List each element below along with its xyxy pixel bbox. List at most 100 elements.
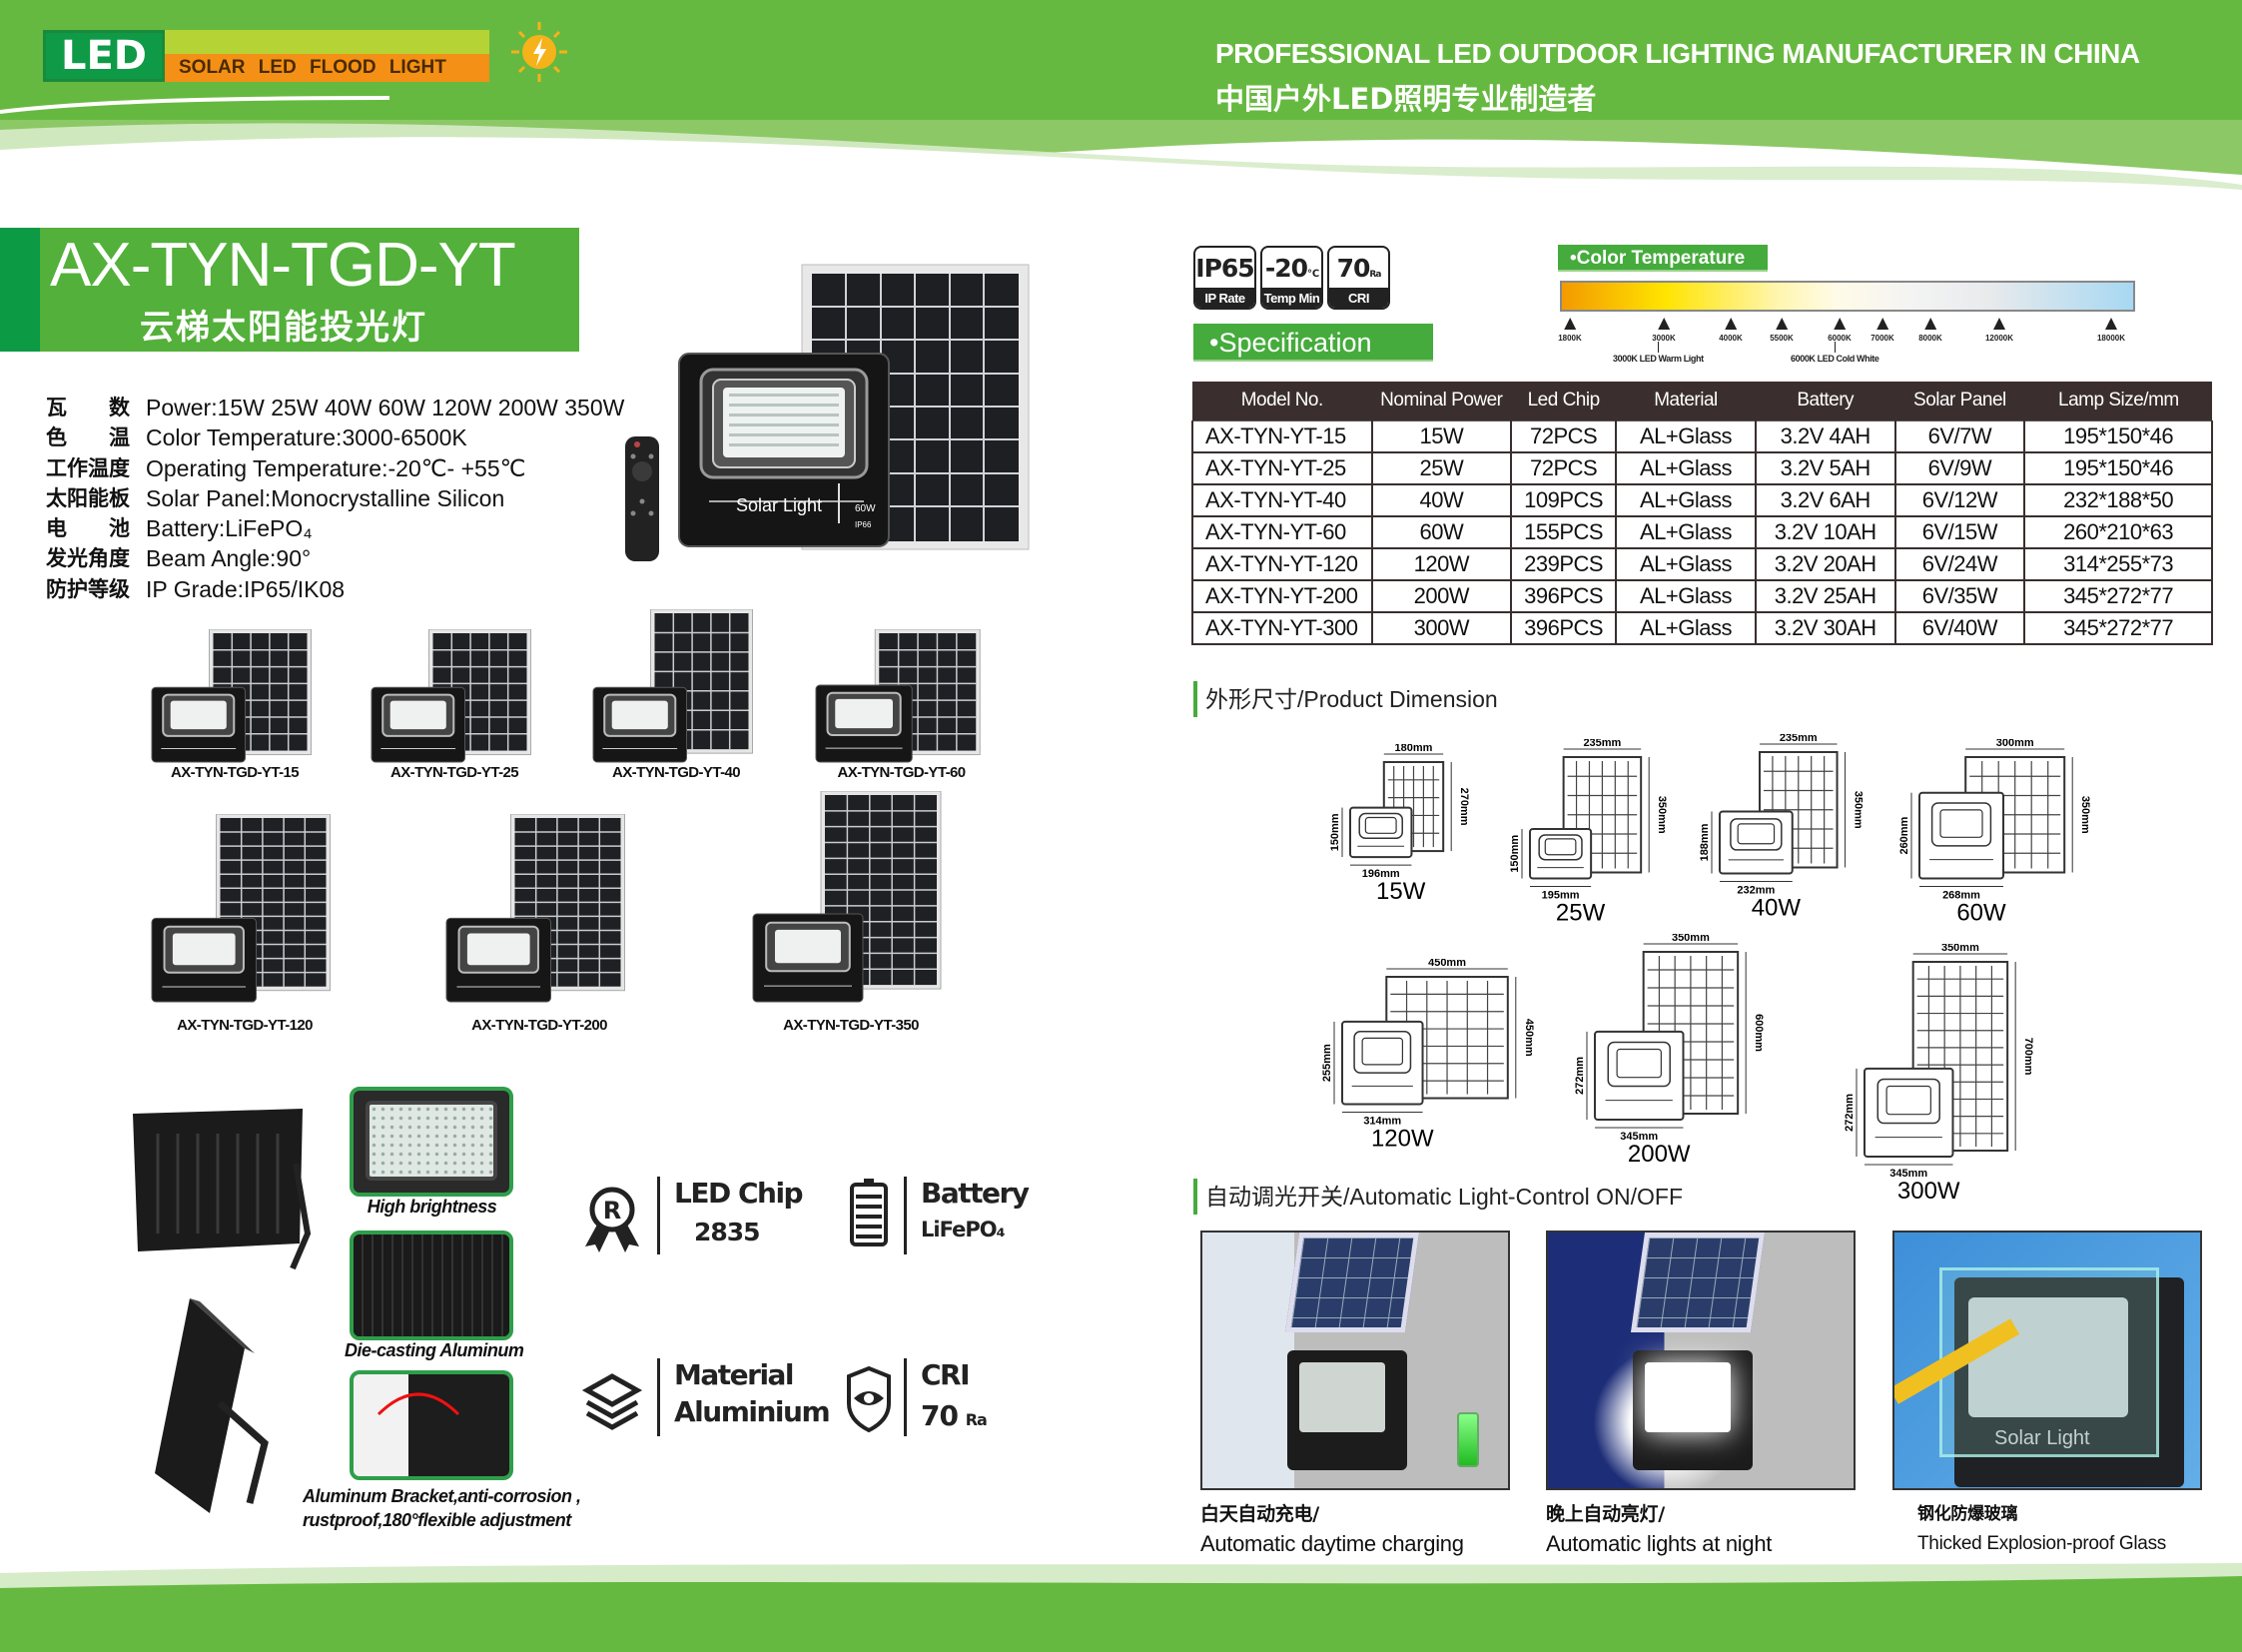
lamp-height-label: 272mm bbox=[1844, 1094, 1856, 1132]
dimension-power-label: 200W bbox=[1628, 1141, 1691, 1168]
caption-glass-en: Thicked Explosion-proof Glass bbox=[1917, 1533, 2166, 1554]
svg-text:R: R bbox=[603, 1197, 621, 1225]
badge-ip-label: IP Rate bbox=[1195, 288, 1254, 308]
dimension-power-label: 120W bbox=[1371, 1125, 1434, 1152]
caption-high-brightness: High brightness bbox=[367, 1197, 497, 1217]
table-cell: 3.2V 10AH bbox=[1754, 515, 1896, 549]
tick-label: 6000K bbox=[1828, 334, 1852, 343]
product-thumbnail: AX-TYN-TGD-YT-15 bbox=[150, 628, 320, 784]
caption-daytime: 白天自动充电/Automatic daytime charging bbox=[1200, 1500, 1464, 1558]
caption-bracket-line2: rustproof,180°flexible adjustment bbox=[303, 1510, 571, 1530]
panel-height-label: 350mm bbox=[1853, 791, 1865, 829]
spec-value-en: Color Temperature:3000-6500K bbox=[146, 424, 467, 451]
product-name-chinese: 云梯太阳能投光灯 bbox=[140, 308, 427, 348]
panel-height-label: 350mm bbox=[2079, 796, 2091, 834]
product-thumbnail-label: AX-TYN-TGD-YT-200 bbox=[471, 1017, 607, 1034]
table-cell: AX-TYN-YT-120 bbox=[1191, 547, 1373, 581]
color-temperature-tick: 8000K bbox=[1918, 318, 1942, 343]
table-cell: 25W bbox=[1370, 451, 1513, 485]
specification-heading: •Specification bbox=[1193, 324, 1433, 362]
spec-value-en: Power:15W 25W 40W 60W 120W 200W 350W bbox=[146, 395, 625, 420]
column-header: Battery bbox=[1755, 382, 1895, 420]
cri-unit: Ra bbox=[965, 1410, 988, 1429]
panel-height-label: 450mm bbox=[1523, 1019, 1535, 1057]
product-thumbnail-label: AX-TYN-TGD-YT-350 bbox=[783, 1017, 919, 1034]
table-cell: 6V/7W bbox=[1893, 419, 2026, 453]
badge-temp-unit: ℃ bbox=[1307, 269, 1319, 280]
product-thumbnail-label: AX-TYN-TGD-YT-15 bbox=[171, 764, 300, 781]
main-image-brand: Solar Light bbox=[736, 495, 822, 515]
table-cell: 3.2V 25AH bbox=[1754, 579, 1896, 613]
lamp-height-label: 260mm bbox=[1898, 816, 1910, 854]
panel-height-label: 700mm bbox=[2022, 1038, 2034, 1076]
spec-label-cn: 发光角度 bbox=[46, 546, 130, 571]
product-thumbnail: AX-TYN-TGD-YT-350 bbox=[751, 790, 951, 1037]
photo-explosion-proof-glass: Solar Light bbox=[1892, 1231, 2202, 1490]
color-temperature-tick: 3000K bbox=[1652, 318, 1676, 343]
lamp-width-label: 232mm bbox=[1737, 884, 1775, 896]
product-thumbnail-image bbox=[815, 628, 981, 763]
tick-label: 12000K bbox=[1984, 334, 2014, 343]
lamp-width-label: 196mm bbox=[1362, 868, 1400, 880]
tick-label: 7000K bbox=[1870, 334, 1894, 343]
color-temperature-tick: 12000K bbox=[1985, 318, 2013, 343]
logo-led-text: LED bbox=[43, 30, 165, 82]
photo-daytime-charging bbox=[1200, 1231, 1510, 1490]
table-cell: AX-TYN-YT-300 bbox=[1191, 611, 1373, 645]
panel-width-label: 235mm bbox=[1583, 739, 1621, 749]
product-thumbnail: AX-TYN-TGD-YT-40 bbox=[591, 608, 761, 784]
table-cell: 232*188*50 bbox=[2023, 483, 2213, 517]
lamp-width-label: 195mm bbox=[1542, 889, 1580, 901]
table-cell: AX-TYN-YT-60 bbox=[1191, 515, 1373, 549]
battery-value: LiFePO₄ bbox=[921, 1218, 1006, 1241]
table-cell: 239PCS bbox=[1510, 547, 1618, 581]
spec-label-cn: 防护等级 bbox=[46, 576, 130, 601]
dimension-power-label: 40W bbox=[1752, 894, 1802, 921]
table-cell: 3.2V 30AH bbox=[1754, 611, 1896, 645]
cri-title: CRI bbox=[921, 1358, 971, 1391]
color-temperature-tick: 7000K bbox=[1870, 318, 1894, 343]
table-cell: AL+Glass bbox=[1615, 547, 1757, 581]
table-cell: 60W bbox=[1370, 515, 1513, 549]
column-header: Model No. bbox=[1191, 382, 1372, 420]
material-value: Aluminium bbox=[674, 1395, 831, 1428]
table-cell: 345*272*77 bbox=[2023, 611, 2213, 645]
tick-label: 1800K bbox=[1558, 334, 1582, 343]
panel-width-label: 450mm bbox=[1428, 959, 1466, 969]
product-thumbnail-label: AX-TYN-TGD-YT-25 bbox=[390, 764, 519, 781]
table-cell: 40W bbox=[1370, 483, 1513, 517]
caption-night-en: Automatic lights at night bbox=[1546, 1531, 1773, 1556]
main-image-power: 60W bbox=[855, 503, 876, 514]
lamp-width-label: 314mm bbox=[1363, 1115, 1401, 1127]
spec-label-cn: 电 池 bbox=[46, 516, 130, 541]
badge-cri-unit: Ra bbox=[1369, 270, 1381, 280]
table-cell: 3.2V 4AH bbox=[1754, 419, 1896, 453]
feature-image-die-casting bbox=[350, 1231, 513, 1340]
dimension-power-label: 25W bbox=[1556, 899, 1606, 926]
feature-image-high-brightness bbox=[350, 1087, 513, 1197]
lamp-width-label: 345mm bbox=[1620, 1131, 1658, 1143]
panel-height-label: 350mm bbox=[1656, 796, 1668, 834]
caption-daytime-cn: 白天自动充电/ bbox=[1200, 1503, 1319, 1525]
color-temperature-heading: •Color Temperature bbox=[1558, 245, 1768, 272]
brand-logo: LED SOLAR LED FLOOD LIGHT bbox=[43, 30, 489, 82]
product-thumbnail-image bbox=[752, 790, 942, 1003]
layers-icon bbox=[581, 1373, 643, 1430]
product-thumbnail-image bbox=[151, 813, 331, 1003]
led-chip-title: LED Chip bbox=[674, 1177, 804, 1210]
product-thumbnail-label: AX-TYN-TGD-YT-40 bbox=[612, 764, 741, 781]
table-cell: 396PCS bbox=[1510, 611, 1618, 645]
